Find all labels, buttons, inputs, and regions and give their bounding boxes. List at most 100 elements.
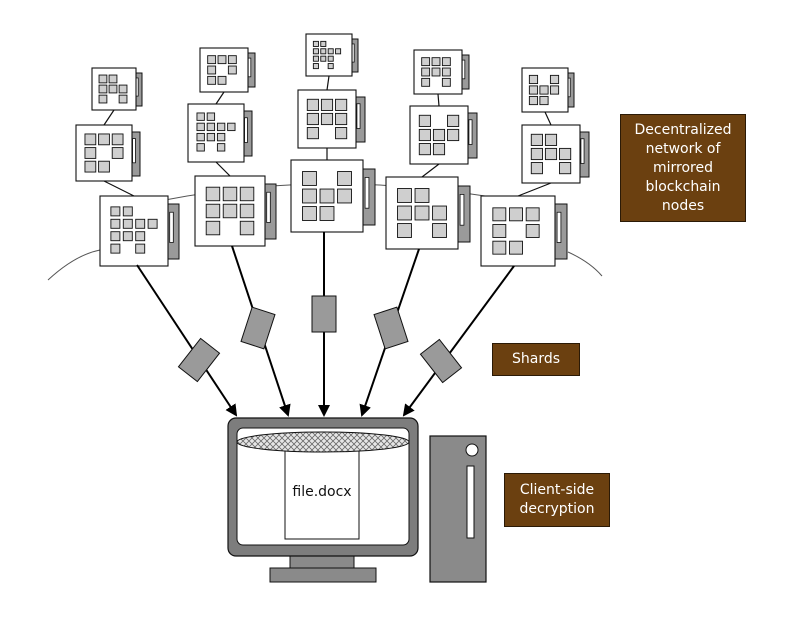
block-cell — [227, 122, 236, 132]
node-connector — [437, 93, 440, 107]
node-drive-slot — [356, 103, 361, 129]
block-cell — [217, 55, 227, 65]
block-cell — [335, 48, 342, 55]
block-cell — [320, 55, 327, 62]
node-connector — [517, 182, 552, 197]
node-drive-slot — [247, 57, 252, 78]
block-cell — [335, 127, 348, 140]
block-cell — [312, 40, 319, 47]
block-cell — [492, 207, 507, 222]
block-cell — [205, 203, 221, 219]
server-node-icon — [413, 49, 470, 95]
block-cell — [110, 218, 121, 229]
server-node-icon — [194, 175, 277, 247]
block-cell — [122, 231, 133, 242]
server-node-icon — [409, 105, 478, 165]
node-drive-slot — [169, 211, 174, 243]
block-cell — [207, 75, 217, 85]
block-cell — [441, 77, 451, 87]
server-node-icon — [297, 89, 366, 149]
block-cell — [196, 143, 205, 152]
block-cell — [432, 128, 446, 142]
block-cell — [397, 205, 412, 221]
block-cell — [549, 74, 560, 85]
block-cell — [227, 65, 237, 75]
block-cell — [320, 112, 334, 126]
server-node-icon — [290, 159, 376, 233]
block-cell — [239, 203, 255, 219]
node-drive-slot — [132, 138, 136, 164]
block-cell — [222, 203, 238, 219]
node-connector — [215, 161, 231, 177]
block-cell — [397, 223, 412, 238]
block-cell — [319, 188, 335, 204]
shard-icon — [373, 306, 409, 350]
server-node-icon — [480, 195, 568, 267]
decryption-layer — [236, 431, 410, 453]
node-drive-slot — [468, 119, 473, 145]
tower-body — [429, 435, 487, 583]
server-node-icon — [521, 124, 590, 184]
block-cell — [207, 55, 217, 65]
node-drive-slot — [244, 117, 248, 143]
shard-icon — [311, 295, 337, 333]
block-cell — [306, 112, 319, 126]
block-cell — [111, 147, 124, 159]
block-cell — [432, 223, 447, 238]
block-cell — [135, 243, 146, 254]
block-cell — [528, 85, 539, 95]
node-body — [305, 33, 353, 77]
node-drive-slot — [580, 138, 585, 164]
block-cell — [122, 218, 133, 229]
server-node-icon — [91, 67, 143, 111]
block-cell — [432, 143, 446, 156]
pc-tower-icon — [429, 435, 487, 583]
block-cell — [216, 132, 226, 142]
server-node-icon — [187, 103, 253, 163]
block-cell — [222, 186, 238, 202]
block-cell — [432, 205, 447, 221]
block-cell — [335, 112, 348, 126]
block-cell — [98, 74, 108, 84]
block-cell — [441, 57, 451, 67]
block-cell — [217, 75, 227, 85]
block-cell — [302, 206, 317, 221]
block-cell — [216, 143, 226, 152]
block-cell — [530, 147, 543, 161]
block-cell — [327, 48, 334, 55]
node-connector — [544, 111, 552, 126]
block-cell — [108, 74, 118, 84]
shard-icon — [419, 338, 463, 384]
file-name: file.docx — [292, 484, 352, 500]
block-cell — [544, 133, 558, 146]
block-cell — [118, 94, 128, 104]
shard-icon — [177, 337, 221, 383]
block-cell — [196, 112, 205, 121]
server-node-icon — [521, 67, 575, 113]
block-cell — [110, 243, 121, 254]
monitor-stand — [269, 567, 377, 583]
network-arc-right — [567, 251, 603, 277]
node-body — [199, 47, 249, 93]
monitor-icon — [227, 417, 419, 583]
block-cell — [206, 112, 216, 121]
node-connector — [326, 75, 330, 91]
block-cell — [207, 65, 217, 75]
block-cell — [122, 206, 133, 217]
node-drive-slot — [461, 59, 466, 80]
block-cell — [84, 133, 97, 146]
block-cell — [206, 132, 216, 142]
block-cell — [509, 207, 523, 222]
block-cell — [98, 133, 110, 146]
block-cell — [206, 122, 216, 132]
server-node-icon — [385, 176, 471, 250]
block-cell — [302, 171, 317, 186]
block-cell — [320, 40, 327, 47]
block-cell — [559, 147, 572, 161]
node-drive-slot — [266, 191, 271, 223]
block-cell — [397, 188, 412, 203]
block-cell — [559, 162, 572, 175]
block-cell — [306, 98, 319, 111]
